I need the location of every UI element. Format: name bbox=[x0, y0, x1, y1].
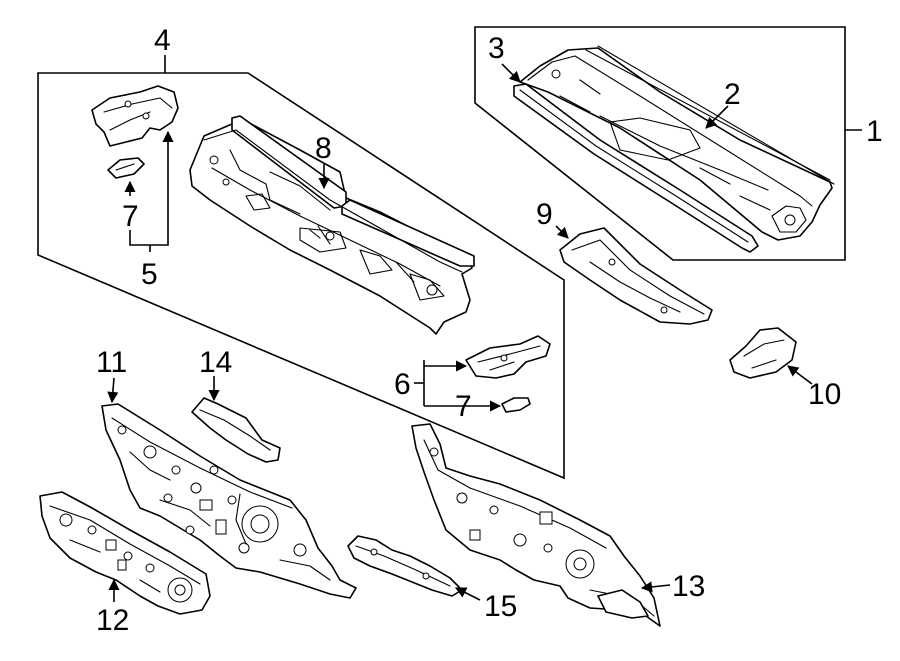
callout-3: 3 bbox=[488, 32, 505, 65]
callout-4: 4 bbox=[154, 24, 171, 57]
callout-7-lower: 7 bbox=[455, 390, 472, 423]
bracket-part-6 bbox=[465, 335, 551, 379]
dash-insulator-part-12 bbox=[39, 491, 211, 615]
pad-part-7-upper bbox=[107, 157, 145, 179]
callout-2: 2 bbox=[724, 78, 741, 111]
callout-9: 9 bbox=[536, 198, 553, 231]
bracket-part-14 bbox=[191, 397, 281, 463]
group-4-frame bbox=[37, 72, 565, 480]
callout-12: 12 bbox=[96, 604, 129, 637]
weatherstrip-part-3 bbox=[513, 83, 759, 253]
dash-panel-part-11 bbox=[101, 403, 357, 599]
callout-1: 1 bbox=[866, 115, 883, 148]
callout-5: 5 bbox=[141, 258, 158, 291]
callout-10: 10 bbox=[808, 378, 841, 411]
pad-part-7-lower bbox=[501, 397, 531, 413]
cowl-top-panel-part-2 bbox=[519, 45, 835, 241]
callout-14: 14 bbox=[199, 346, 232, 379]
bracket-part-4 bbox=[91, 85, 179, 147]
callout-15: 15 bbox=[484, 590, 517, 623]
dash-panel-part-13 bbox=[411, 423, 661, 627]
cowl-panel-part-8 bbox=[189, 115, 475, 335]
callout-13: 13 bbox=[672, 570, 705, 603]
callout-8: 8 bbox=[315, 132, 332, 165]
callout-11: 11 bbox=[96, 346, 127, 379]
cowl-side-panel-part-9 bbox=[559, 227, 713, 325]
brace-part-15 bbox=[347, 535, 463, 597]
callout-7-upper: 7 bbox=[122, 200, 139, 233]
group-1-frame bbox=[474, 26, 846, 261]
callout-6: 6 bbox=[394, 368, 411, 401]
bracket-part-10 bbox=[729, 327, 797, 379]
